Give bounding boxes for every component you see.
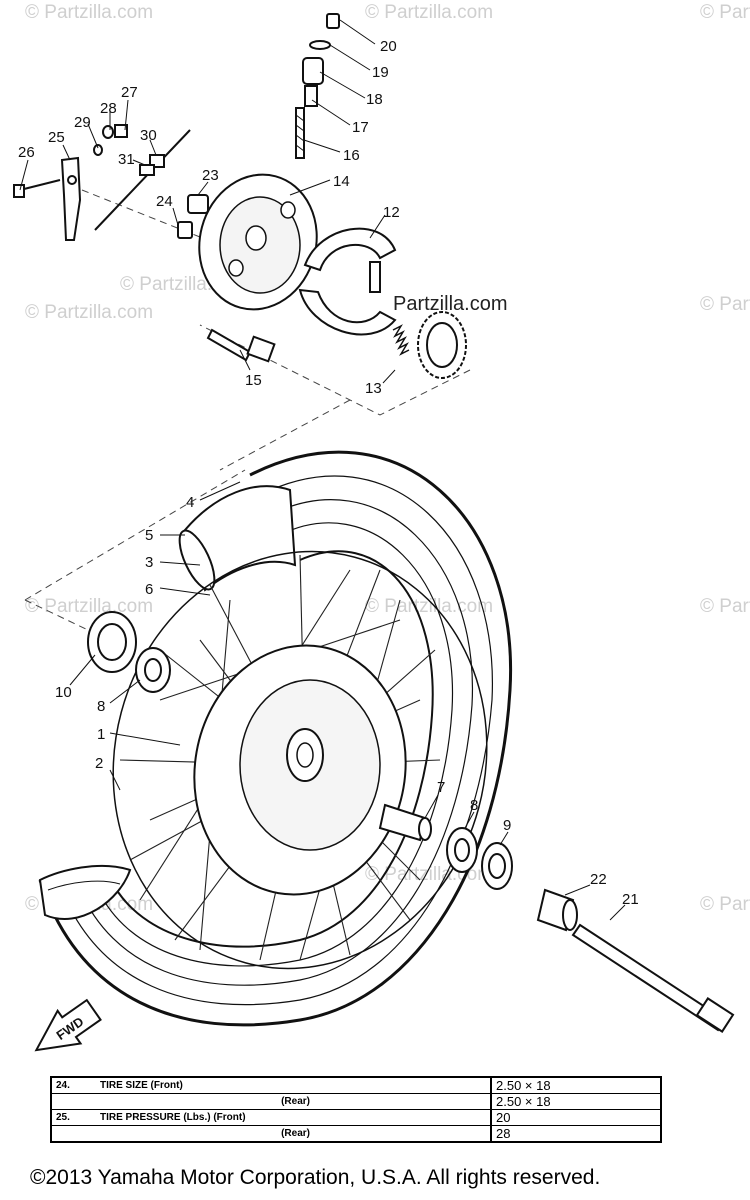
cam-lever-25 xyxy=(60,156,82,241)
callout-13: 13 xyxy=(365,380,382,397)
tire-spec-table: 24. TIRE SIZE (Front) 2.50 × 18 (Rear) 2… xyxy=(50,1076,662,1143)
callout-22: 22 xyxy=(590,871,607,888)
callout-16: 16 xyxy=(343,147,360,164)
callout-3: 3 xyxy=(145,554,153,571)
callout-30: 30 xyxy=(140,127,157,144)
watermark-right-middle: © Partzilla.com xyxy=(700,596,750,617)
bolt-26 xyxy=(13,179,61,198)
watermark-right-lower: © Partzilla.com xyxy=(700,894,750,915)
forward-arrow-icon: FWD xyxy=(34,998,102,1052)
spec-row-tire-size-front: 24. TIRE SIZE (Front) 2.50 × 18 xyxy=(50,1076,662,1094)
callout-10: 10 xyxy=(55,684,72,701)
oil-seal-9 xyxy=(481,842,513,890)
callout-26: 26 xyxy=(18,144,35,161)
spec-row-number xyxy=(50,1125,96,1143)
callout-20: 20 xyxy=(380,38,397,55)
spec-row-tire-pressure-rear: (Rear) 28 xyxy=(50,1125,662,1143)
axle-21 xyxy=(571,923,735,1033)
callout-28: 28 xyxy=(100,100,117,117)
watermark-right-upper: © Partzilla.com xyxy=(700,294,750,315)
hub xyxy=(193,644,407,896)
spec-row-label: (Rear) xyxy=(96,1093,491,1110)
bearing-8-left xyxy=(135,647,171,693)
callout-27: 27 xyxy=(121,84,138,101)
inner-tube xyxy=(178,485,297,592)
callout-4: 4 xyxy=(186,494,194,511)
spec-row-tire-pressure-front: 25. TIRE PRESSURE (Lbs.) (Front) 20 xyxy=(50,1109,662,1126)
camshaft-15 xyxy=(206,328,276,363)
callout-24: 24 xyxy=(156,193,173,210)
spec-row-tire-size-rear: (Rear) 2.50 × 18 xyxy=(50,1093,662,1110)
watermark-top-right: © Partzilla.com xyxy=(700,2,750,23)
callout-15: 15 xyxy=(245,372,262,389)
brake-shoe-plate-14 xyxy=(198,173,318,311)
callout-5: 5 xyxy=(145,527,153,544)
bolt-24 xyxy=(177,221,193,239)
bearing-8-right xyxy=(446,827,478,873)
callout-19: 19 xyxy=(372,64,389,81)
watermark-left-middle: © Partzilla.com xyxy=(25,596,153,617)
watermark-left-upper: © Partzilla.com xyxy=(25,302,153,323)
callout-2: 2 xyxy=(95,755,103,772)
copyright-notice: ©2013 Yamaha Motor Corporation, U.S.A. A… xyxy=(30,1166,601,1189)
callout-numbers: 20 19 18 17 16 14 12 27 28 29 30 25 26 3… xyxy=(18,38,639,908)
leader-lines xyxy=(19,19,626,921)
oil-seal-10 xyxy=(87,611,137,673)
callout-6: 6 xyxy=(145,581,153,598)
callout-9: 9 xyxy=(503,817,511,834)
spec-row-value: 2.50 × 18 xyxy=(490,1093,662,1110)
brake-shoes-12 xyxy=(298,227,397,336)
spec-row-number xyxy=(50,1093,96,1110)
watermark-center-middle: © Partzilla.com xyxy=(365,596,493,617)
callout-12: 12 xyxy=(383,204,400,221)
brake-rod xyxy=(94,129,191,231)
spec-row-value: 28 xyxy=(490,1125,662,1143)
collar-22 xyxy=(536,888,578,932)
spec-row-label: TIRE SIZE (Front) xyxy=(96,1076,491,1094)
callout-31: 31 xyxy=(118,151,135,168)
rim xyxy=(112,550,488,970)
callout-17: 17 xyxy=(352,119,369,136)
watermark-top-left: © Partzilla.com xyxy=(25,2,153,23)
spec-row-value: 20 xyxy=(490,1109,662,1126)
callout-1: 1 xyxy=(97,726,105,743)
spec-row-value: 2.50 × 18 xyxy=(490,1076,662,1094)
callout-8-right: 8 xyxy=(470,797,478,814)
callout-23: 23 xyxy=(202,167,219,184)
spec-row-number: 25. xyxy=(50,1109,96,1126)
callout-7: 7 xyxy=(437,779,445,796)
callout-8-left: 8 xyxy=(97,698,105,715)
spec-row-label: (Rear) xyxy=(96,1125,491,1143)
watermark-top-center: © Partzilla.com xyxy=(365,2,493,23)
tire xyxy=(38,450,513,1027)
callout-25: 25 xyxy=(48,129,65,146)
callout-29: 29 xyxy=(74,114,91,131)
spec-row-number: 24. xyxy=(50,1076,96,1094)
gear-ring xyxy=(417,311,467,379)
callout-14: 14 xyxy=(333,173,350,190)
spec-row-label: TIRE PRESSURE (Lbs.) (Front) xyxy=(96,1109,491,1126)
nut-23 xyxy=(187,194,209,214)
callout-18: 18 xyxy=(366,91,383,108)
callout-21: 21 xyxy=(622,891,639,908)
brand-watermark: Partzilla.com xyxy=(393,293,507,315)
spring-13 xyxy=(392,324,410,356)
collar-7 xyxy=(378,803,432,842)
speedometer-gear-stack xyxy=(295,13,340,159)
